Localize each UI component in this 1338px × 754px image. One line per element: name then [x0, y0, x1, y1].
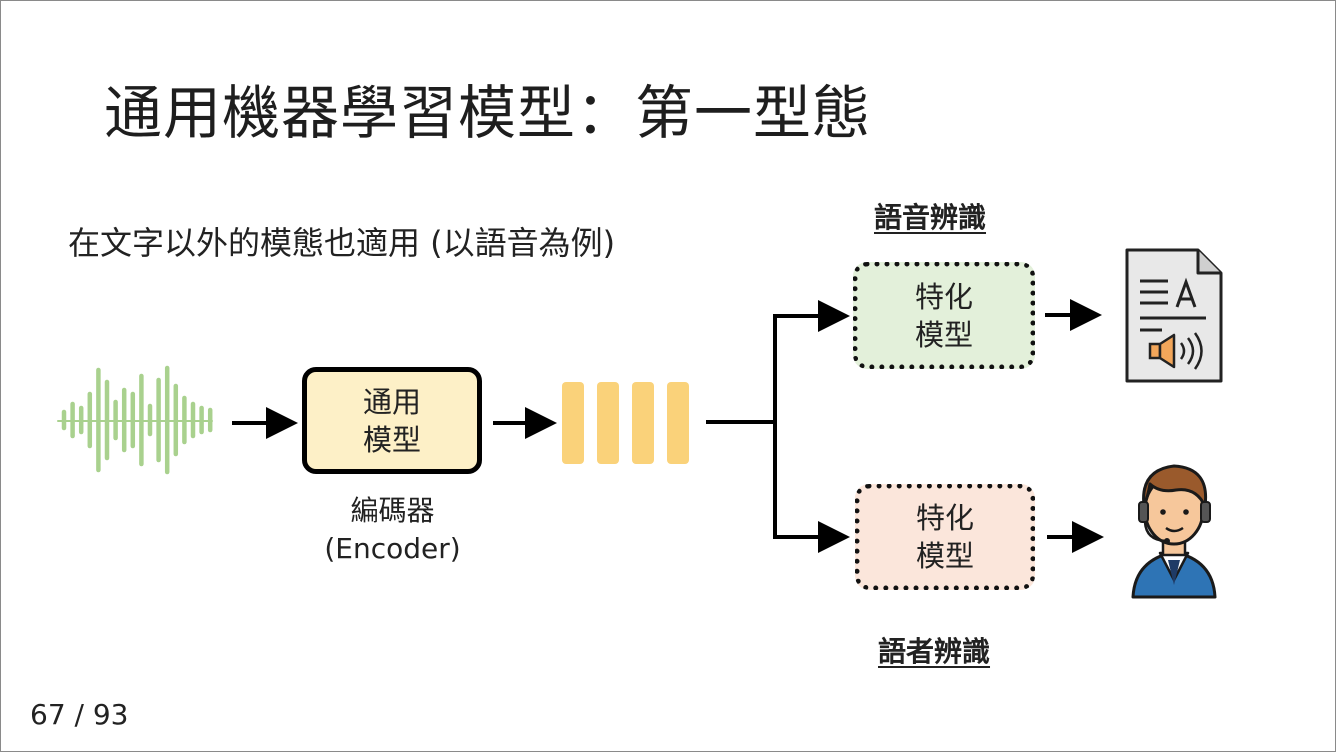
spec-top-line1: 特化 [914, 279, 973, 314]
task-label-speech-recognition: 語音辨識 [874, 201, 987, 234]
embedding-vector [667, 382, 689, 464]
embedding-vectors [562, 382, 689, 464]
encoder-caption-zh: 編碼器 [350, 494, 435, 527]
spec-bottom-line1: 特化 [915, 501, 974, 535]
speaker-person-icon [1131, 464, 1217, 599]
embedding-vector [632, 382, 654, 464]
branch-connector [706, 314, 777, 538]
specialized-model-top: 特化 模型 [853, 262, 1035, 369]
encoder-label-line1: 通用 [362, 384, 421, 419]
encoder-caption-en: (Encoder) [324, 532, 461, 565]
embedding-vector [562, 382, 584, 464]
encoder-box: 通用 模型 [302, 367, 482, 474]
spec-top-line2: 模型 [914, 317, 973, 352]
slide-subtitle: 在文字以外的模態也適用 (以語音為例) [68, 224, 616, 262]
page-number: 67 / 93 [30, 698, 129, 731]
encoder-label-line2: 模型 [362, 422, 421, 457]
specialized-model-bottom: 特化 模型 [855, 484, 1035, 590]
encoder-caption: 編碼器 (Encoder) [300, 492, 485, 568]
slide-title: 通用機器學習模型：第一型態 [104, 79, 872, 147]
document-audio-icon [1125, 248, 1223, 383]
waveform-icon [57, 365, 213, 475]
embedding-vector [597, 382, 619, 464]
task-label-speaker-recognition: 語者辨識 [878, 635, 991, 668]
spec-bottom-line2: 模型 [915, 539, 974, 573]
